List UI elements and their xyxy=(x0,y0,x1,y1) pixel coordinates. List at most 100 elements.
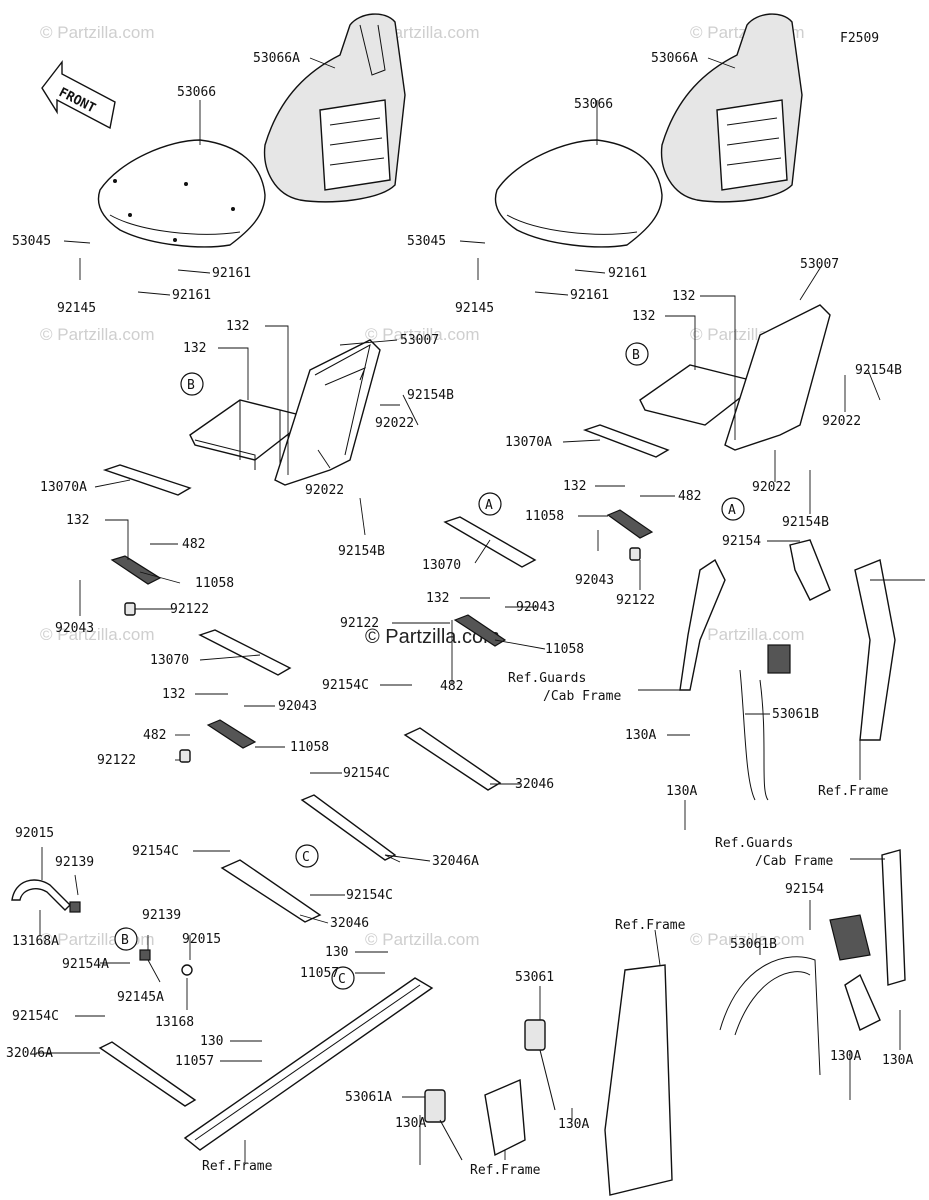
part-label: 130A xyxy=(666,784,697,799)
part-label: 13070 xyxy=(422,558,461,573)
part-label: 53066A xyxy=(253,51,300,66)
part-label: 130A xyxy=(625,728,656,743)
buckle-53061A xyxy=(424,1089,463,1161)
part-label: 92154B xyxy=(855,363,902,378)
part-label: 92139 xyxy=(55,855,94,870)
part-label: 13070A xyxy=(505,435,552,450)
part-label: 13070A xyxy=(40,480,87,495)
left-bracket-11058 xyxy=(110,555,162,616)
watermark: © Partzilla.com xyxy=(40,23,155,42)
callout-circles: B B C C A B A xyxy=(114,342,745,990)
watermark: © Partzilla.com xyxy=(40,625,155,644)
right-seat-cushion xyxy=(494,139,663,248)
part-label: 132 xyxy=(66,513,89,528)
leader-lines xyxy=(36,57,901,1165)
callout-label: C xyxy=(338,972,346,987)
center-plate-13070 xyxy=(443,516,537,568)
part-label: 482 xyxy=(440,679,463,694)
part-label: 130A xyxy=(882,1053,913,1068)
callout-circle xyxy=(331,966,355,990)
callout-circle xyxy=(114,927,138,951)
part-label: Ref.Frame xyxy=(818,784,889,799)
part-label: 53061B xyxy=(772,707,819,722)
left-rail-32046A xyxy=(98,1041,197,1107)
part-label: 92145 xyxy=(455,301,494,316)
part-label: 92122 xyxy=(616,593,655,608)
part-label: 92154B xyxy=(782,515,829,530)
watermark: © Partzilla.com xyxy=(40,325,155,344)
watermark: © Partzilla.com xyxy=(365,325,480,344)
watermark: © Partzilla.com xyxy=(365,930,480,949)
part-label: 92154C xyxy=(12,1009,59,1024)
part-label: 92122 xyxy=(340,616,379,631)
right-seat-frame xyxy=(639,304,831,451)
callout-label: A xyxy=(728,503,736,518)
part-label: 482 xyxy=(143,728,166,743)
figure-code: F2509 xyxy=(840,31,879,46)
callout-circle xyxy=(180,372,204,396)
part-label: 92154B xyxy=(338,544,385,559)
part-label: 11058 xyxy=(525,509,564,524)
part-label: 92015 xyxy=(15,826,54,841)
callout-label: B xyxy=(187,378,195,393)
part-label: 32046 xyxy=(330,916,369,931)
part-label: 53061 xyxy=(515,970,554,985)
part-label: Ref.Guards xyxy=(508,671,586,686)
part-label: 92022 xyxy=(375,416,414,431)
part-label: 11058 xyxy=(195,576,234,591)
part-label: 13168A xyxy=(12,934,59,949)
left-seat-cushion xyxy=(97,139,266,248)
part-label: 92022 xyxy=(822,414,861,429)
part-label: 92043 xyxy=(575,573,614,588)
part-label: 92154C xyxy=(322,678,369,693)
part-label: 92145 xyxy=(57,301,96,316)
part-label: 92154C xyxy=(343,766,390,781)
part-label: Ref.Frame xyxy=(202,1159,273,1174)
watermark-main: © Partzilla.com xyxy=(365,626,500,648)
part-label: /Cab Frame xyxy=(543,689,621,704)
part-label: 92154C xyxy=(346,888,393,903)
part-label: 130 xyxy=(325,945,348,960)
part-label: 92139 xyxy=(142,908,181,923)
part-label: 11057 xyxy=(300,966,339,981)
part-label: 130 xyxy=(200,1034,223,1049)
part-label: 53045 xyxy=(407,234,446,249)
part-label: 132 xyxy=(226,319,249,334)
part-label: 92154A xyxy=(62,957,109,972)
right-plate-13070A xyxy=(582,424,670,458)
front-arrow-icon: FRONT xyxy=(41,59,116,130)
part-label: 132 xyxy=(183,341,206,356)
part-label: 53061A xyxy=(345,1090,392,1105)
part-label: 53066 xyxy=(574,97,613,112)
callout-label: B xyxy=(632,348,640,363)
callout-circle xyxy=(721,497,745,521)
part-label: 92022 xyxy=(752,480,791,495)
watermark: © Partzilla.com xyxy=(690,930,805,949)
part-label: 32046A xyxy=(432,854,479,869)
left-rail-32046 xyxy=(220,794,397,923)
part-label: 92161 xyxy=(608,266,647,281)
callout-label: A xyxy=(485,498,493,513)
part-label: 92122 xyxy=(97,753,136,768)
part-label: 92154C xyxy=(132,844,179,859)
left-bracket-11058-lower xyxy=(179,719,257,763)
part-label: 132 xyxy=(672,289,695,304)
callout-label: C xyxy=(302,850,310,865)
left-plate-13070 xyxy=(198,629,292,676)
part-label: 53066A xyxy=(651,51,698,66)
right-belt-lower xyxy=(604,849,906,1196)
part-label: 92161 xyxy=(570,288,609,303)
callout-circle xyxy=(478,492,502,516)
left-seat-frame xyxy=(189,339,381,486)
part-label: 53045 xyxy=(12,234,51,249)
buckle-53061 xyxy=(484,1019,556,1157)
part-label: 482 xyxy=(182,537,205,552)
part-label: 32046A xyxy=(6,1046,53,1061)
part-label: Ref.Guards xyxy=(715,836,793,851)
part-label: Ref.Frame xyxy=(615,918,686,933)
part-label: 92154 xyxy=(785,882,824,897)
right-seat-back xyxy=(660,13,803,203)
part-label: 132 xyxy=(632,309,655,324)
watermark: © Partzilla.com xyxy=(690,625,805,644)
